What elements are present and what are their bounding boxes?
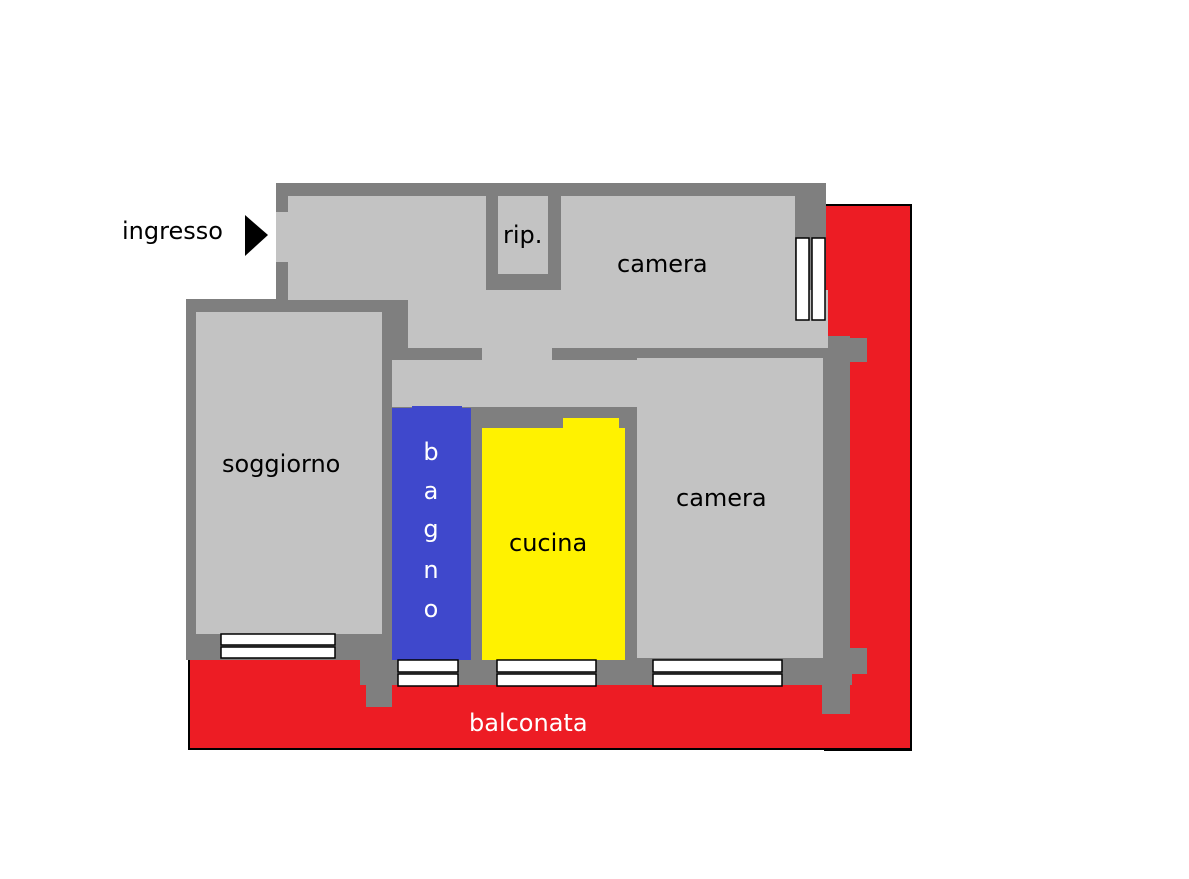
pillar-right xyxy=(822,655,850,714)
doorway-gap xyxy=(482,344,552,368)
kitchen-door xyxy=(563,418,619,432)
window-bedroom-bottom-a xyxy=(652,659,783,673)
windows xyxy=(220,237,826,687)
bathroom-label: b a g n o xyxy=(423,438,438,623)
balcony-label: balconata xyxy=(469,709,588,737)
bedroom-bottom-floor xyxy=(637,358,823,658)
bathroom-letter: n xyxy=(423,556,438,584)
window-bedroom-top-a xyxy=(795,237,810,321)
window-bath-a xyxy=(397,659,459,673)
kitchen-floor xyxy=(482,428,625,660)
wall-right-column xyxy=(822,336,850,662)
bathroom-letter: a xyxy=(424,477,439,505)
living-room-label: soggiorno xyxy=(222,450,340,478)
bedroom-top-floor xyxy=(561,196,795,346)
bedroom-bottom-label: camera xyxy=(676,484,767,512)
storage-label: rip. xyxy=(503,221,542,249)
bathroom-door xyxy=(412,406,462,416)
entrance-opening xyxy=(276,212,290,262)
window-living-a xyxy=(220,633,336,646)
pillar-left xyxy=(366,655,392,707)
wall-right-nub-bottom xyxy=(848,648,867,674)
kitchen-label: cucina xyxy=(509,529,587,557)
window-kitchen-a xyxy=(496,659,597,673)
window-bedroom-top-b xyxy=(811,237,826,321)
window-bath-b xyxy=(397,673,459,687)
bathroom-floor xyxy=(392,408,471,660)
entrance-label: ingresso xyxy=(122,217,223,245)
window-living-b xyxy=(220,646,336,659)
bathroom-letter: o xyxy=(424,595,439,623)
entrance-floor xyxy=(288,196,486,300)
floors xyxy=(196,196,828,658)
window-bedroom-bottom-b xyxy=(652,673,783,687)
living-floor xyxy=(196,312,382,634)
storage-floor xyxy=(498,196,548,274)
bedroom-top-label: camera xyxy=(617,250,708,278)
bathroom-letter: g xyxy=(423,515,438,543)
window-kitchen-b xyxy=(496,673,597,687)
bathroom-letter: b xyxy=(423,438,438,466)
entrance-arrow-icon xyxy=(245,215,268,256)
wall-right-nub-top xyxy=(848,338,867,362)
